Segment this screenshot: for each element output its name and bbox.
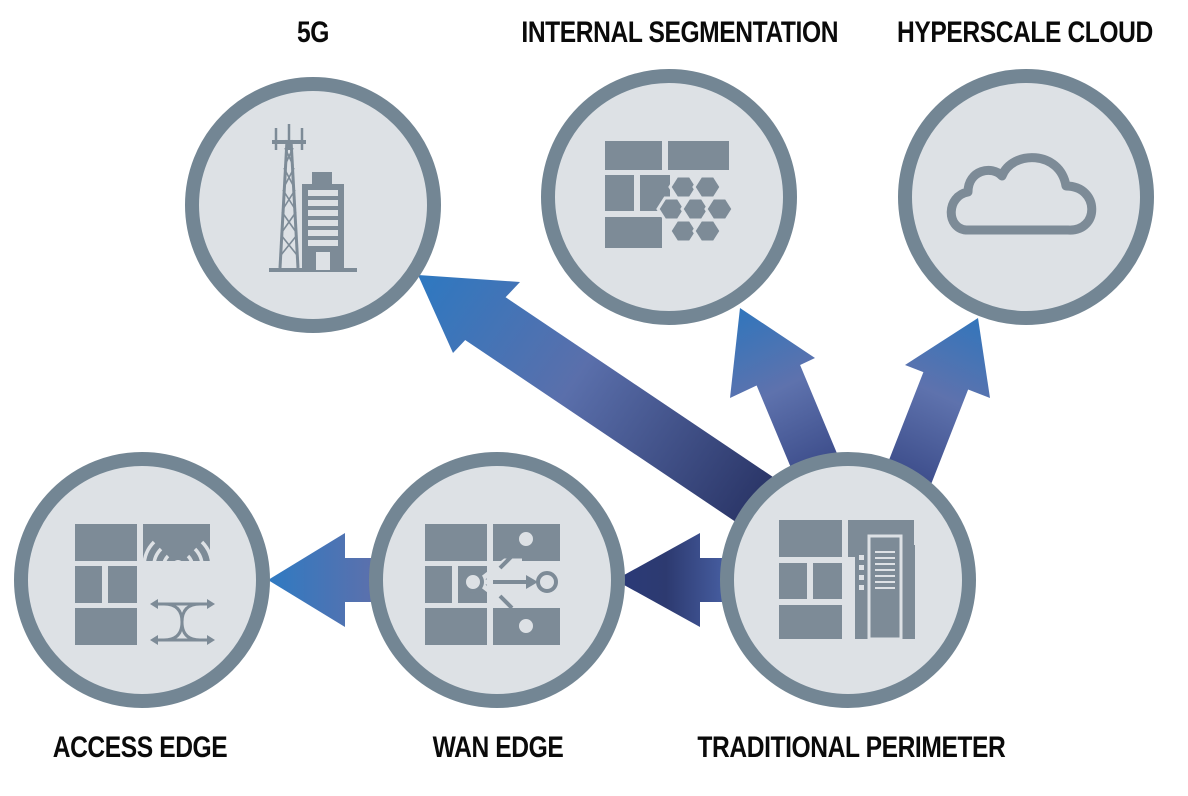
label-hyperscale-cloud: HYPERSCALE CLOUD bbox=[897, 16, 1153, 49]
node-access-edge bbox=[14, 452, 270, 708]
node-traditional-perimeter bbox=[720, 452, 976, 708]
arrow-perimeter-to-5g bbox=[418, 275, 787, 535]
node-hyperscale-cloud bbox=[898, 69, 1154, 325]
arrow-wan-edge-to-access-edge bbox=[268, 533, 380, 627]
arrow-perimeter-to-hyperscale-cloud bbox=[882, 318, 990, 494]
label-5g: 5G bbox=[296, 16, 330, 49]
label-access-edge: ACCESS EDGE bbox=[52, 731, 228, 764]
firewall-appliance-icon bbox=[779, 520, 915, 641]
cell-tower-building-icon bbox=[269, 124, 357, 272]
arrow-perimeter-to-internal-segmentation bbox=[730, 308, 843, 485]
firewall-routing-icon bbox=[425, 524, 560, 645]
node-5g bbox=[185, 77, 441, 333]
node-wan-edge bbox=[369, 452, 625, 708]
firewall-wireless-icon bbox=[75, 524, 215, 645]
firewall-hexagon-icon bbox=[605, 141, 735, 248]
label-internal-segmentation: INTERNAL SEGMENTATION bbox=[521, 16, 839, 49]
node-internal-segmentation bbox=[541, 69, 797, 325]
cloud-icon bbox=[946, 153, 1097, 235]
label-traditional-perimeter: TRADITIONAL PERIMETER bbox=[697, 731, 1006, 764]
label-wan-edge: WAN EDGE bbox=[432, 731, 564, 764]
